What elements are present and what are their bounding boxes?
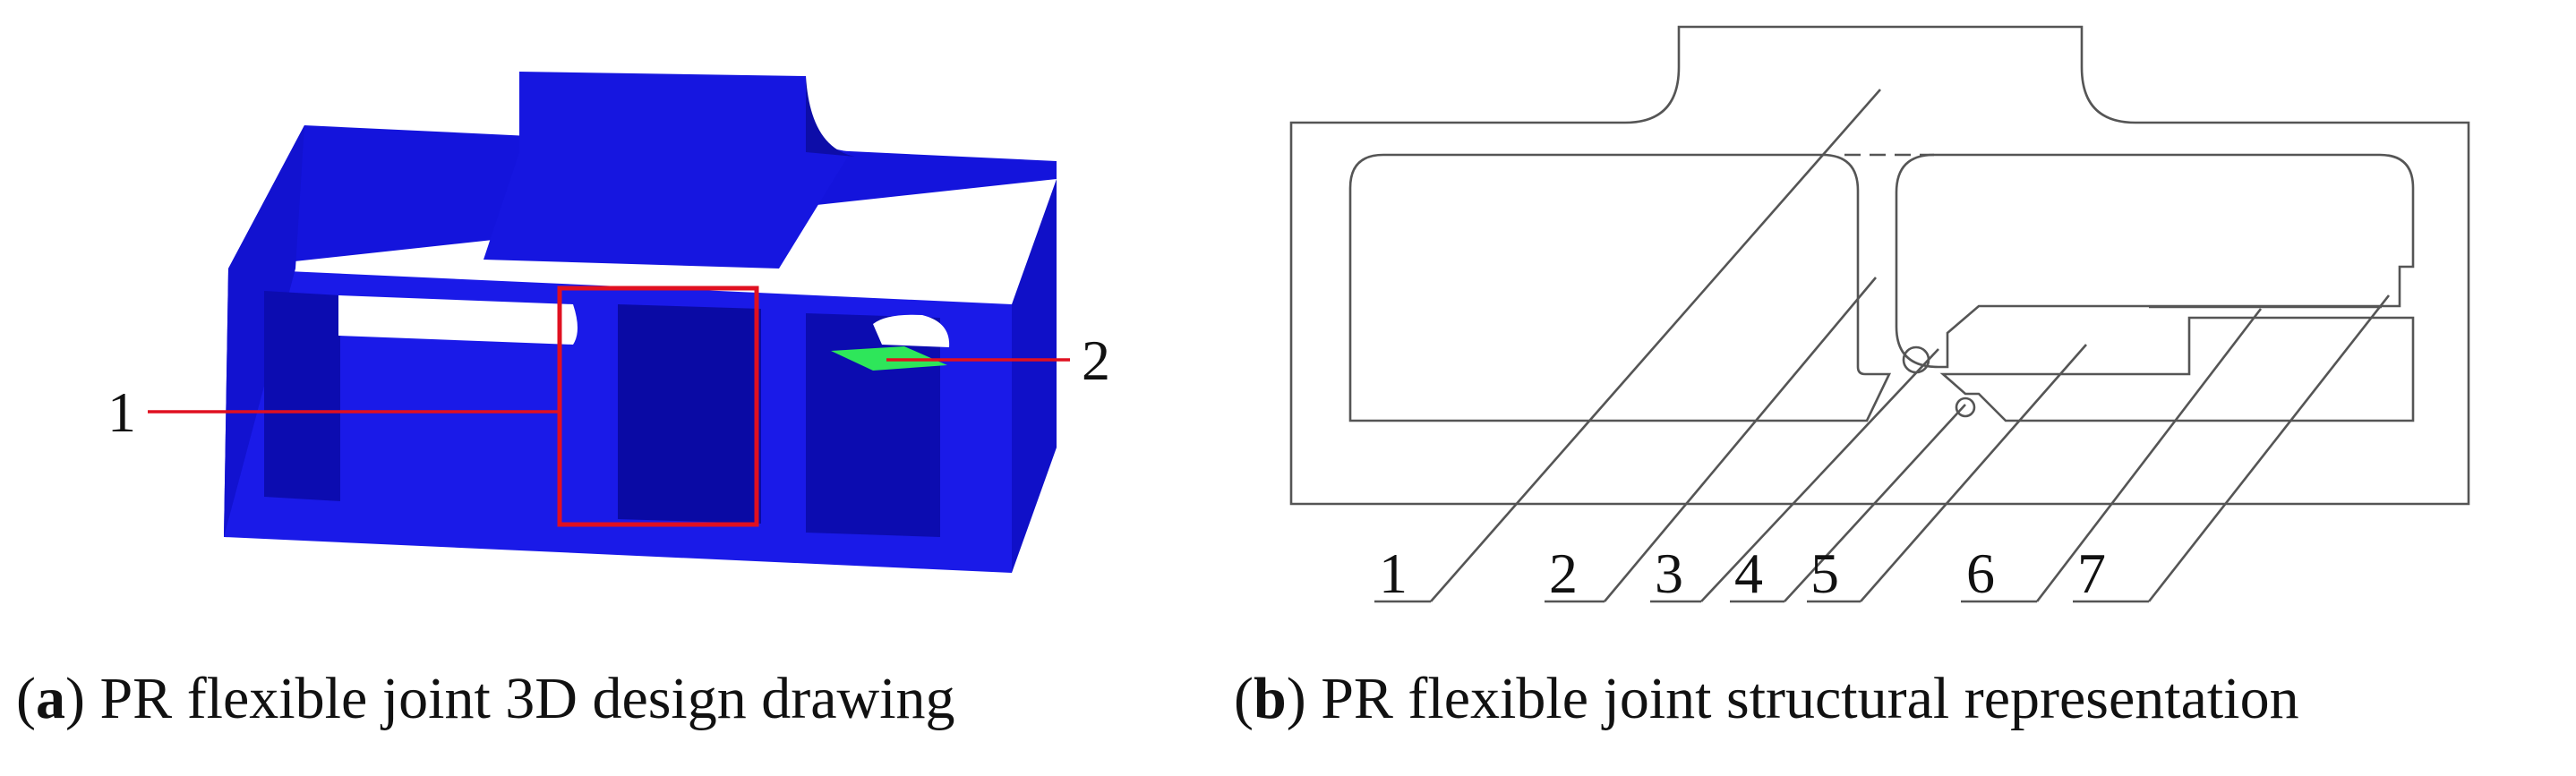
label-1: 1	[1379, 541, 1408, 605]
front-cavity-left	[264, 291, 340, 501]
left-chamber	[1348, 153, 1892, 422]
leader-7	[2147, 294, 2391, 602]
focus-box	[557, 286, 759, 527]
leader-6	[2035, 308, 2263, 602]
notch-hinge-upper	[1902, 345, 1930, 374]
slot-opening-left	[338, 295, 578, 345]
leader-3	[1700, 348, 1939, 602]
notch-hinge-lower	[1955, 397, 1976, 418]
caption-a: (a) PR flexible joint 3D design drawing	[16, 666, 955, 731]
callout-label-2: 2	[1082, 328, 1110, 392]
caption-b: (b) PR flexible joint structural represe…	[1234, 666, 2299, 731]
front-cavity-right	[806, 313, 940, 537]
outer-outline	[1289, 25, 2470, 506]
label-2: 2	[1549, 541, 1578, 605]
caption-b-text: PR flexible joint structural representat…	[1321, 666, 2299, 731]
caption-b-letter: b	[1253, 666, 1287, 731]
raised-boss	[484, 72, 851, 269]
right-chamber	[1895, 153, 2415, 369]
label-3: 3	[1655, 541, 1683, 605]
block-right-face	[1012, 179, 1057, 573]
caption-a-text: PR flexible joint 3D design drawing	[99, 666, 955, 731]
leader-4	[1784, 404, 1966, 602]
label-7: 7	[2077, 541, 2106, 605]
panel-b-structure	[1289, 25, 2470, 603]
leader-5	[1860, 344, 2087, 602]
label-6: 6	[1966, 541, 1995, 605]
lower-slot	[1939, 316, 2415, 422]
caption-a-letter: a	[35, 666, 65, 731]
leader-1	[1430, 89, 1881, 602]
panel-b-labels: 1 2 3 4 5 6 7	[1379, 541, 2106, 605]
leader-2	[1604, 277, 1877, 602]
label-5: 5	[1810, 541, 1839, 605]
slot-opening-right	[873, 314, 950, 347]
label-4: 4	[1734, 541, 1763, 605]
front-cavity-mid	[618, 304, 761, 524]
callout-label-1: 1	[107, 380, 136, 444]
boss-fillet	[806, 76, 855, 157]
panel-a-3d-model: 1 2	[107, 72, 1110, 573]
